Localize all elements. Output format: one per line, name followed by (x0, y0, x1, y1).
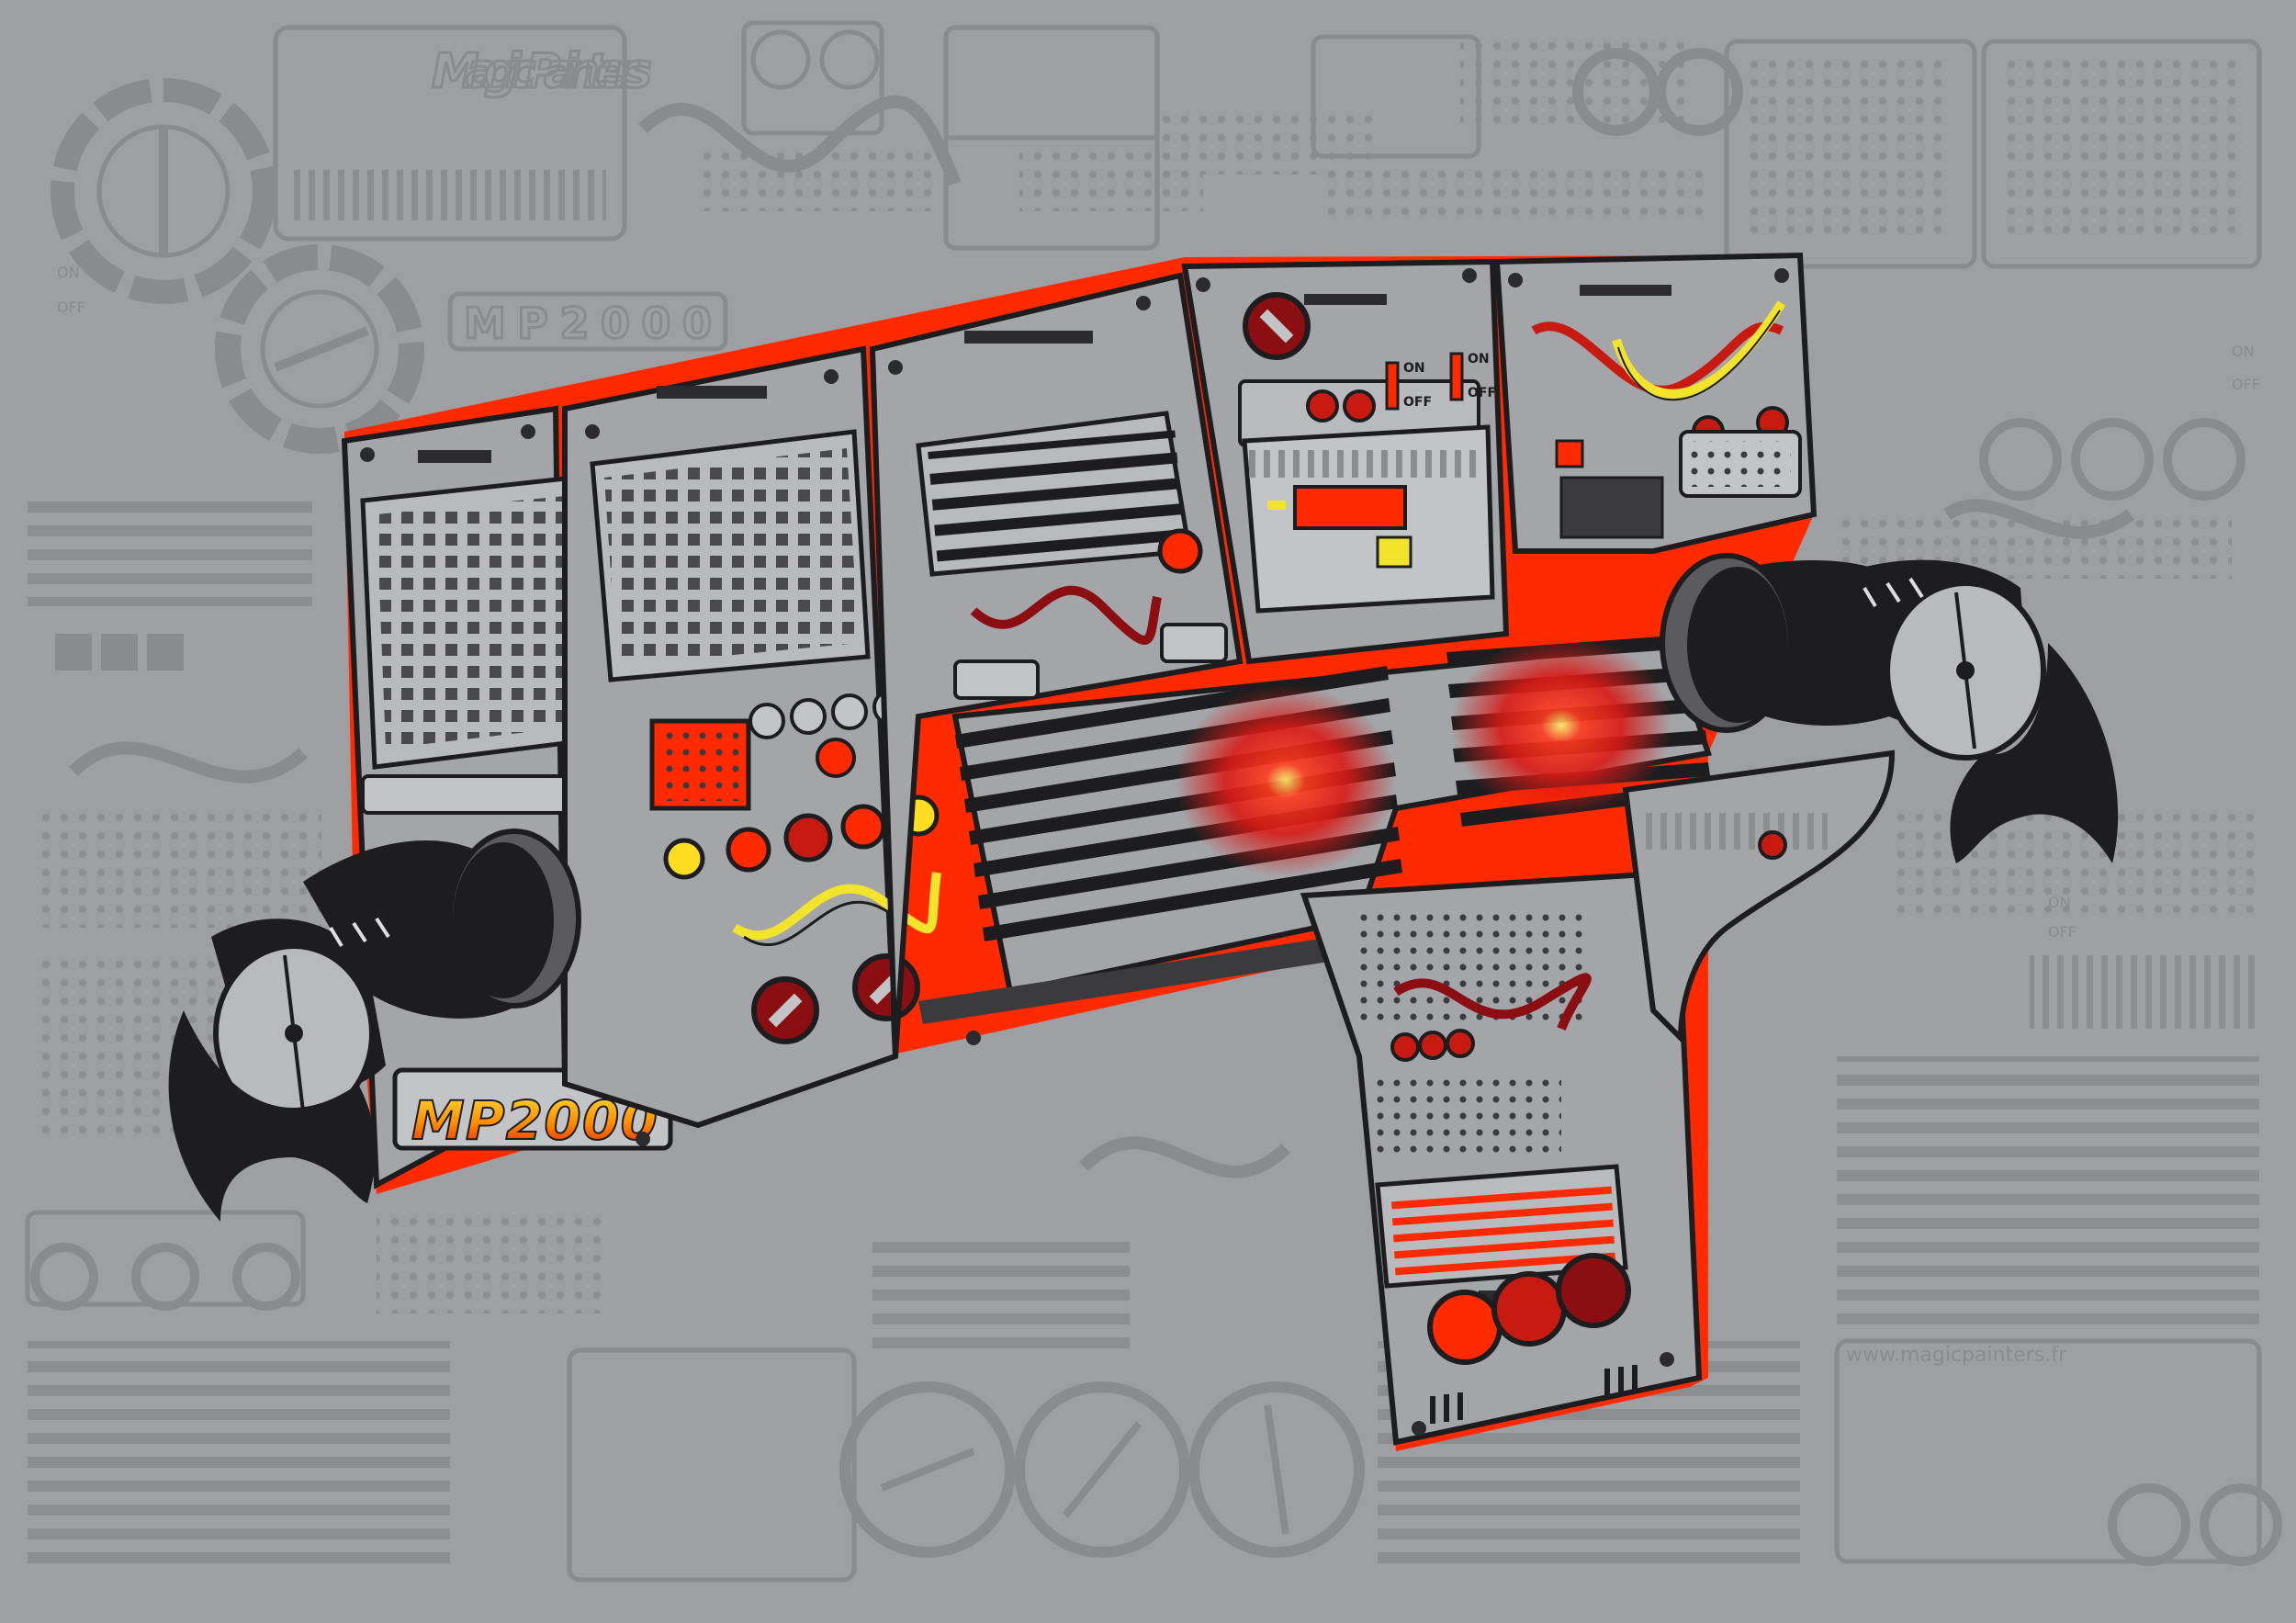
switch-off-label-2: OFF (1468, 386, 1496, 400)
left-claw-arm (168, 828, 581, 1222)
lower-dial-1 (1427, 1290, 1503, 1365)
background-switch-on-right: ON (2232, 343, 2255, 360)
background-model-text: MP2000 (464, 299, 712, 348)
lower-dial-2 (1491, 1271, 1567, 1347)
glow-right (1451, 634, 1671, 817)
background-website-text: www.magicpainters.fr (1846, 1344, 2067, 1367)
panel-wires (1493, 252, 1818, 554)
screws (360, 268, 1789, 1436)
panel-lower-column (1300, 869, 1703, 1446)
panel-stripes-center (951, 634, 1829, 996)
mp2000-device: MP2000 (168, 252, 2119, 1451)
right-claw-arm (1660, 553, 2119, 863)
switch-off-label-1: OFF (1403, 395, 1432, 410)
lower-dial-3 (1556, 1253, 1631, 1328)
background-switch-off-lower: OFF (2048, 923, 2077, 941)
panel-right-grip (1622, 750, 1896, 1045)
panel-louvre (869, 272, 1244, 1057)
background-switch-off: OFF (57, 299, 85, 316)
panel-circuit: ON OFF ON OFF (1181, 258, 1510, 665)
glow-left (1176, 684, 1396, 877)
switch-on-label-1: ON (1403, 361, 1425, 376)
background-switch-on: ON (57, 264, 80, 281)
background-switch-off-right: OFF (2232, 376, 2260, 393)
background-switch-on-lower: ON (2048, 894, 2071, 911)
bar-lower (918, 937, 1341, 1024)
background-logo-magic: Magic Painters (432, 44, 652, 99)
switch-on-label-2: ON (1468, 352, 1490, 366)
